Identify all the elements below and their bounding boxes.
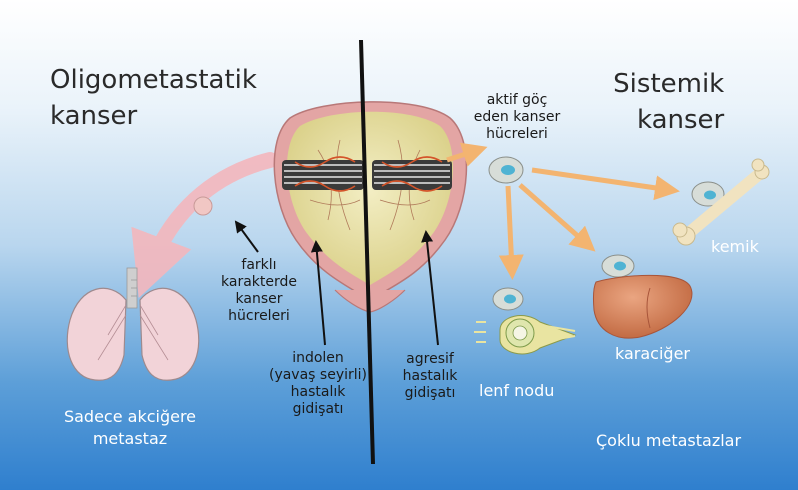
lymph-node-label: lenf nodu [479,381,555,400]
lung-illustration [66,267,200,381]
liver-label: karaciğer [615,344,690,363]
divider-line [359,39,375,465]
liver-cancer-cell [601,254,635,278]
liver-illustration [592,274,693,339]
orange-arrow-to-migrating-cells [446,142,488,167]
pink-cancer-cell [193,196,213,216]
pointer-arrow-aggressive [421,230,439,346]
multiple-metastases-label: Çoklu metastazlar [596,431,742,450]
bone-illustration [672,158,770,246]
orange-arrow-to-bone [531,167,680,201]
lymph-node-illustration [474,315,577,355]
migrating-cancer-cell [488,156,524,184]
orange-arrow-to-liver [518,183,596,252]
pointer-arrow-different-cells [234,220,259,253]
pink-arrow-to-lung [131,152,278,298]
bone-cancer-cell [691,181,725,207]
pointer-arrow-indolent [310,240,326,346]
lymph-node-cancer-cell [492,287,524,311]
bone-label: kemik [711,237,759,256]
orange-arrow-to-lymph-node [498,185,524,280]
prostate-illustration [273,101,468,313]
